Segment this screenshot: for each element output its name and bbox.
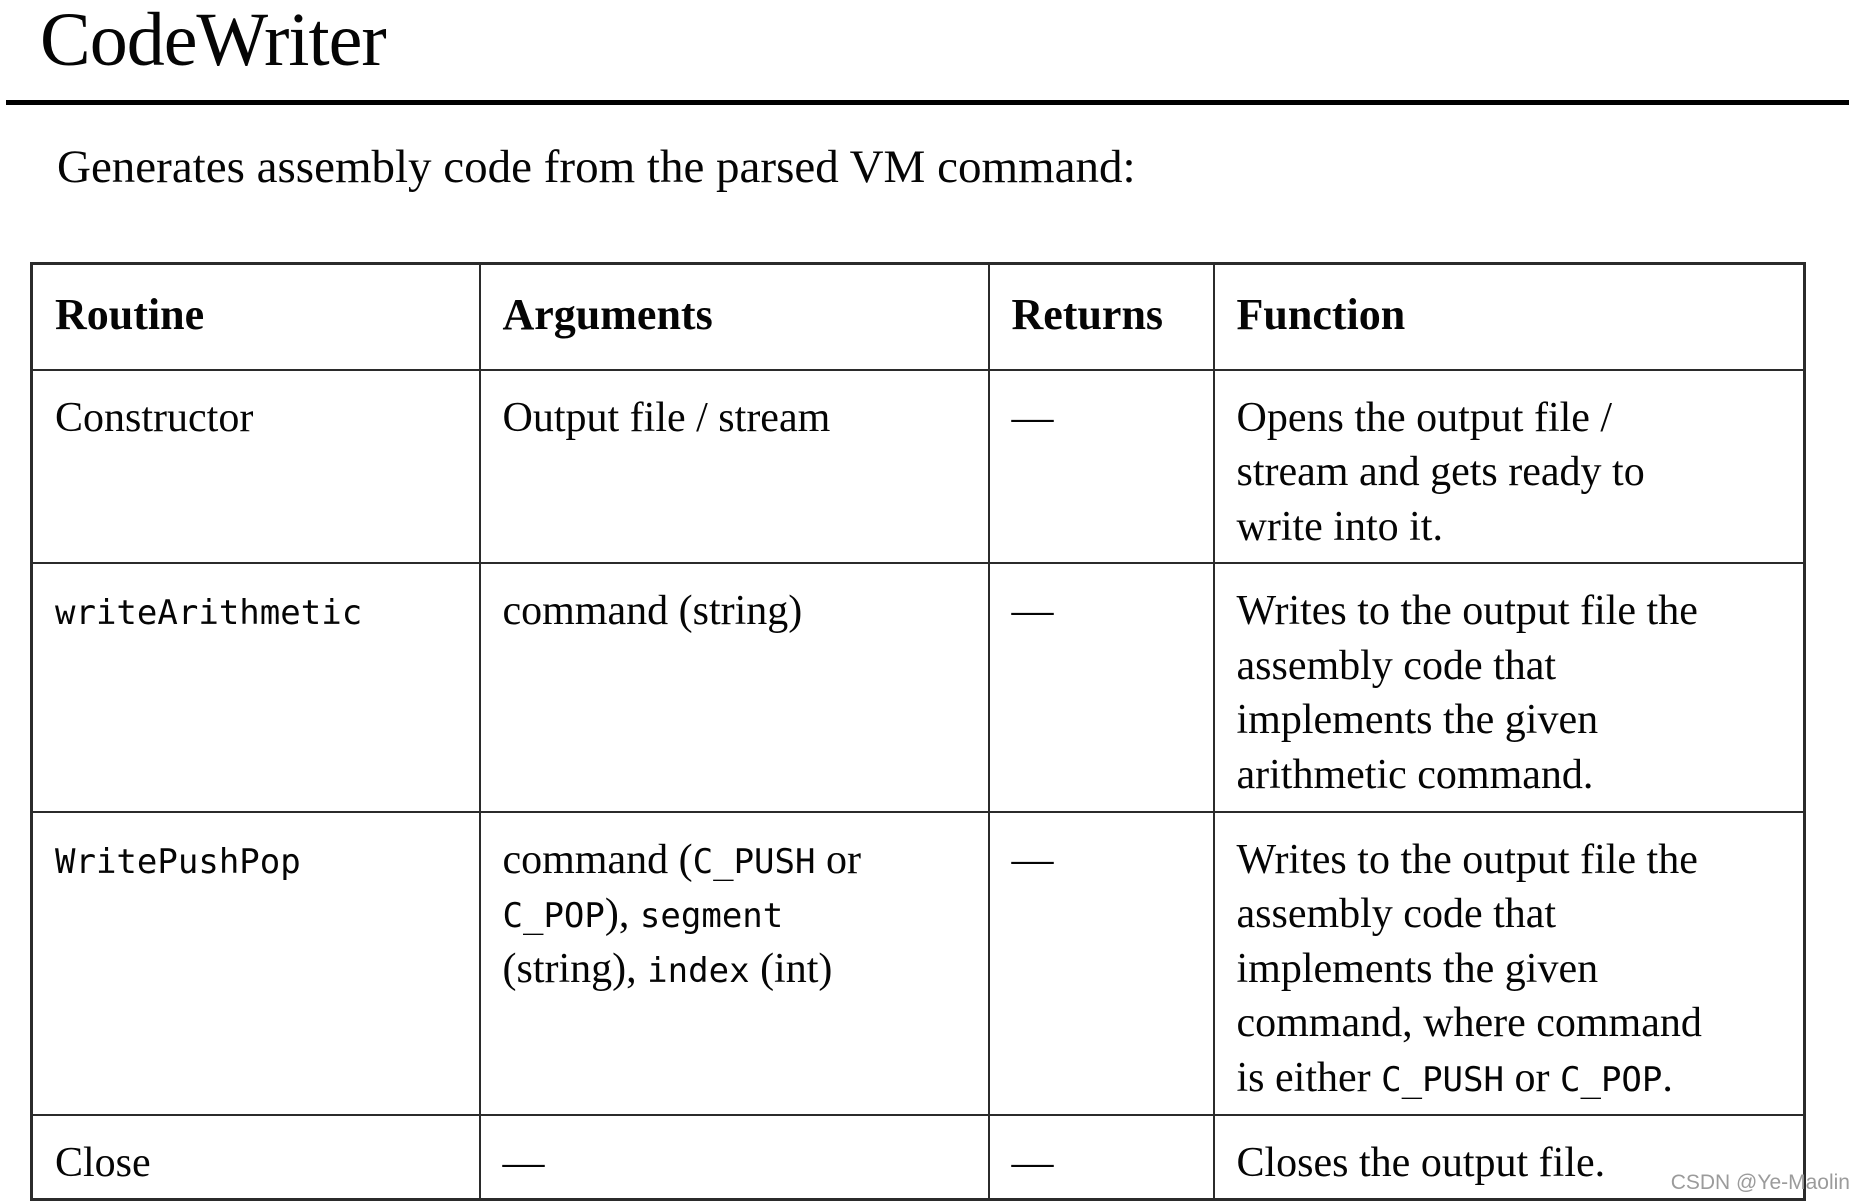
- cell-routine: Constructor: [30, 368, 481, 565]
- page-title: CodeWriter: [40, 0, 387, 82]
- cell-returns: —: [987, 562, 1215, 813]
- header-row: Routine Arguments Returns Function: [30, 262, 1806, 371]
- routines-table-container: Routine Arguments Returns Function Const…: [30, 262, 1806, 1202]
- cell-function: Writes to the output file the assembly c…: [1212, 562, 1806, 813]
- cell-function: Closes the output file.: [1212, 1113, 1806, 1201]
- cell-function: Opens the output file / stream and gets …: [1212, 368, 1806, 565]
- cell-arguments: Output file / stream: [478, 368, 990, 565]
- header-routine: Routine: [30, 262, 481, 371]
- cell-arguments: command (C_PUSH or C_POP), segment (stri…: [478, 810, 990, 1116]
- cell-arguments: command (string): [478, 562, 990, 813]
- cell-returns: —: [987, 368, 1215, 565]
- row-close: Close — — Closes the output file.: [30, 1113, 1806, 1201]
- cell-routine: writeArithmetic: [30, 562, 481, 813]
- header-arguments: Arguments: [478, 262, 990, 371]
- codewriter-routines-table: Routine Arguments Returns Function Const…: [30, 262, 1806, 1202]
- csdn-watermark: CSDN @Ye-Maolin: [1670, 1171, 1850, 1194]
- row-write-push-pop: WritePushPop command (C_PUSH or C_POP), …: [30, 810, 1806, 1116]
- cell-routine: Close: [30, 1113, 481, 1201]
- row-write-arithmetic: writeArithmetic command (string) — Write…: [30, 562, 1806, 813]
- cell-returns: —: [987, 810, 1215, 1116]
- title-divider: [6, 100, 1849, 105]
- cell-returns: —: [987, 1113, 1215, 1201]
- cell-arguments: —: [478, 1113, 990, 1201]
- cell-function: Writes to the output file the assembly c…: [1212, 810, 1806, 1116]
- page-subtitle: Generates assembly code from the parsed …: [57, 141, 1136, 193]
- header-function: Function: [1212, 262, 1806, 371]
- cell-routine: WritePushPop: [30, 810, 481, 1116]
- row-constructor: Constructor Output file / stream — Opens…: [30, 368, 1806, 565]
- header-returns: Returns: [987, 262, 1215, 371]
